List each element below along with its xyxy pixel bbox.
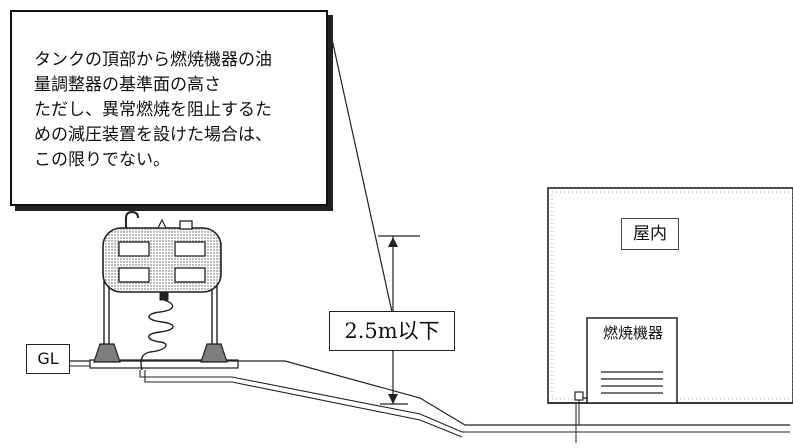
oil-pipe-lower [144, 370, 463, 438]
burner-appliance [586, 317, 678, 404]
indoor-label: 屋内 [621, 218, 679, 250]
regulation-callout: タンクの頂部から燃焼機器の油 量調整器の基準面の高さ ただし、異常燃焼を阻止する… [10, 10, 328, 206]
tank-vent-pipe [125, 210, 139, 228]
burner-label: 燃焼機器 [602, 324, 663, 342]
oil-regulator [574, 391, 584, 401]
tank-foot-left [93, 343, 121, 363]
oil-pipe-upper [139, 370, 790, 433]
tank-valve [159, 291, 169, 301]
tank-foot-right [200, 343, 228, 363]
callout-line-3: ただし、異常燃焼を阻止するた [34, 100, 272, 120]
tank-window-br [174, 267, 206, 283]
callout-line-2: 量調整器の基準面の高さ [34, 75, 221, 95]
flexible-hose-coil [140, 299, 174, 371]
tank-window-tr [174, 241, 206, 257]
tank-window-tl [118, 241, 150, 257]
height-arrow-top [388, 237, 398, 247]
callout-line-4: めの減圧装置を設けた場合は、 [34, 125, 272, 145]
tank-fill-cap [179, 220, 193, 230]
ground-level-label: GL [26, 344, 70, 374]
tank-window-bl [118, 267, 150, 283]
callout-line-1: タンクの頂部から燃焼機器の油 [34, 50, 272, 70]
tank-gauge [157, 218, 167, 229]
height-arrow-bottom [388, 394, 398, 404]
callout-line-5: この限りでない。 [34, 150, 170, 170]
callout-pointer-line [329, 29, 393, 313]
max-height-label: 2.5m以下 [329, 311, 455, 351]
